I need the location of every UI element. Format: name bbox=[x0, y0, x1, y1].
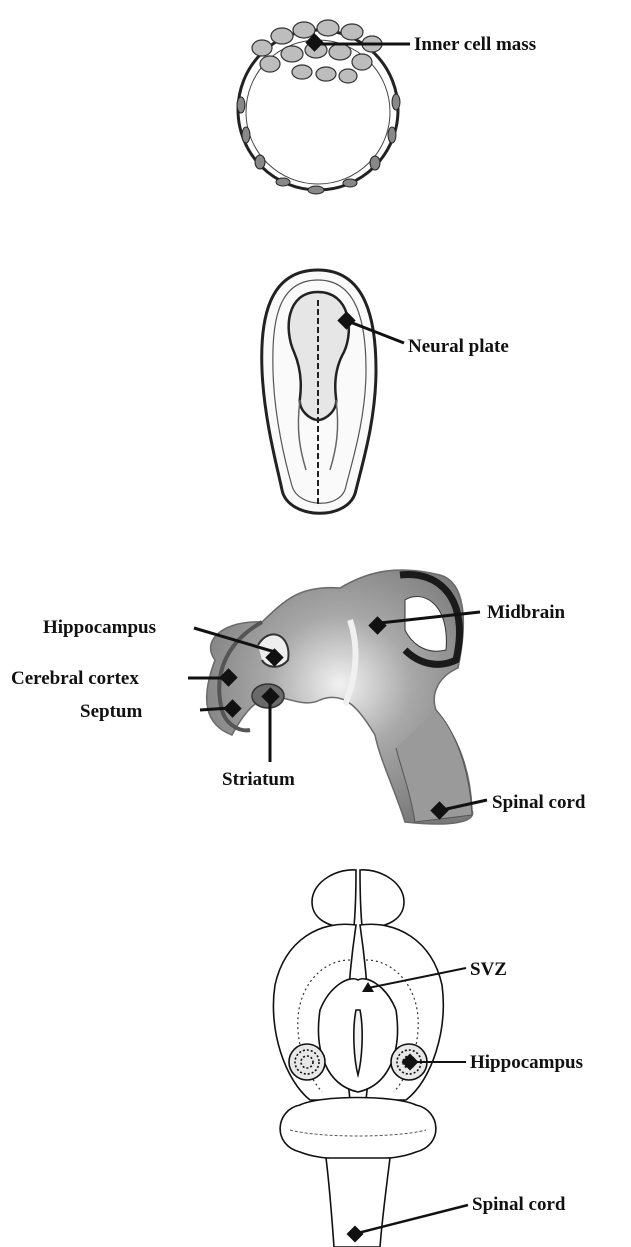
blastocyst-panel: Inner cell mass bbox=[237, 20, 536, 194]
cerebellum bbox=[280, 1098, 436, 1161]
label-hippocampus-adult: Hippocampus bbox=[470, 1052, 583, 1073]
label-neural-plate: Neural plate bbox=[408, 336, 509, 357]
olfactory-bulb-right bbox=[360, 870, 404, 927]
label-inner-cell-mass: Inner cell mass bbox=[414, 34, 536, 55]
trophoblast-cells bbox=[237, 94, 400, 194]
label-cerebral-cortex: Cerebral cortex bbox=[11, 668, 139, 689]
adult-brain-panel bbox=[273, 870, 443, 1247]
label-midbrain: Midbrain bbox=[487, 602, 566, 623]
neural-plate-panel: Neural plate bbox=[262, 270, 509, 513]
embryonic-brain-panel: Hippocampus Midbrain Cerebral cortex Sep… bbox=[11, 570, 586, 824]
septum-leader bbox=[200, 708, 230, 710]
olfactory-bulb-left bbox=[312, 870, 356, 927]
label-svz: SVZ bbox=[470, 959, 507, 980]
inner-cell-mass-cells bbox=[252, 20, 382, 83]
label-hippocampus-embryo: Hippocampus bbox=[43, 617, 156, 638]
label-septum: Septum bbox=[80, 701, 142, 722]
hippocampus-left bbox=[289, 1044, 325, 1080]
label-striatum: Striatum bbox=[222, 769, 295, 790]
label-spinal-cord-embryo: Spinal cord bbox=[492, 792, 586, 813]
label-spinal-cord-adult: Spinal cord bbox=[472, 1194, 566, 1215]
